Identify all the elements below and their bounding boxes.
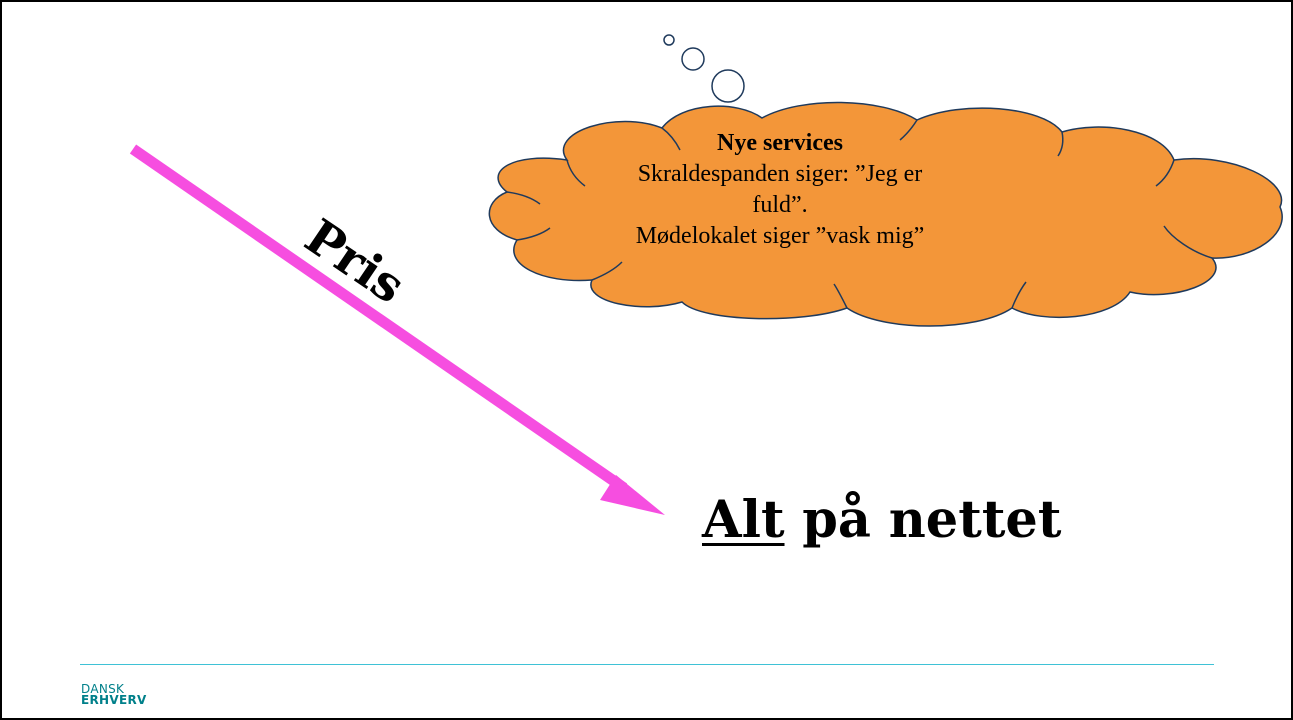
cloud-text: Nye services Skraldespanden siger: ”Jeg …: [630, 128, 930, 252]
cloud-line-2: Mødelokalet siger ”vask mig”: [635, 223, 925, 249]
dansk-erhverv-logo: DANSK ERHVERV: [81, 682, 147, 707]
thought-bubble-small: [663, 34, 675, 46]
thought-bubble-medium: [681, 47, 705, 71]
headline-rest: på nettet: [784, 490, 1062, 550]
price-arrow: [129, 144, 665, 515]
thought-cloud: [488, 101, 1283, 327]
price-arrow-head: [600, 475, 665, 515]
headline: Alt på nettet: [702, 492, 1061, 548]
cloud-title: Nye services: [717, 130, 843, 156]
cloud-line-1: Skraldespanden siger: ”Jeg er fuld”.: [637, 161, 923, 218]
footer-rule: [80, 664, 1214, 665]
logo-line-1: DANSK: [81, 682, 125, 696]
price-arrow-shaft: [129, 144, 628, 493]
headline-underlined: Alt: [702, 490, 785, 550]
logo-line-2: ERHVERV: [81, 693, 147, 707]
thought-bubble-large: [711, 69, 745, 103]
